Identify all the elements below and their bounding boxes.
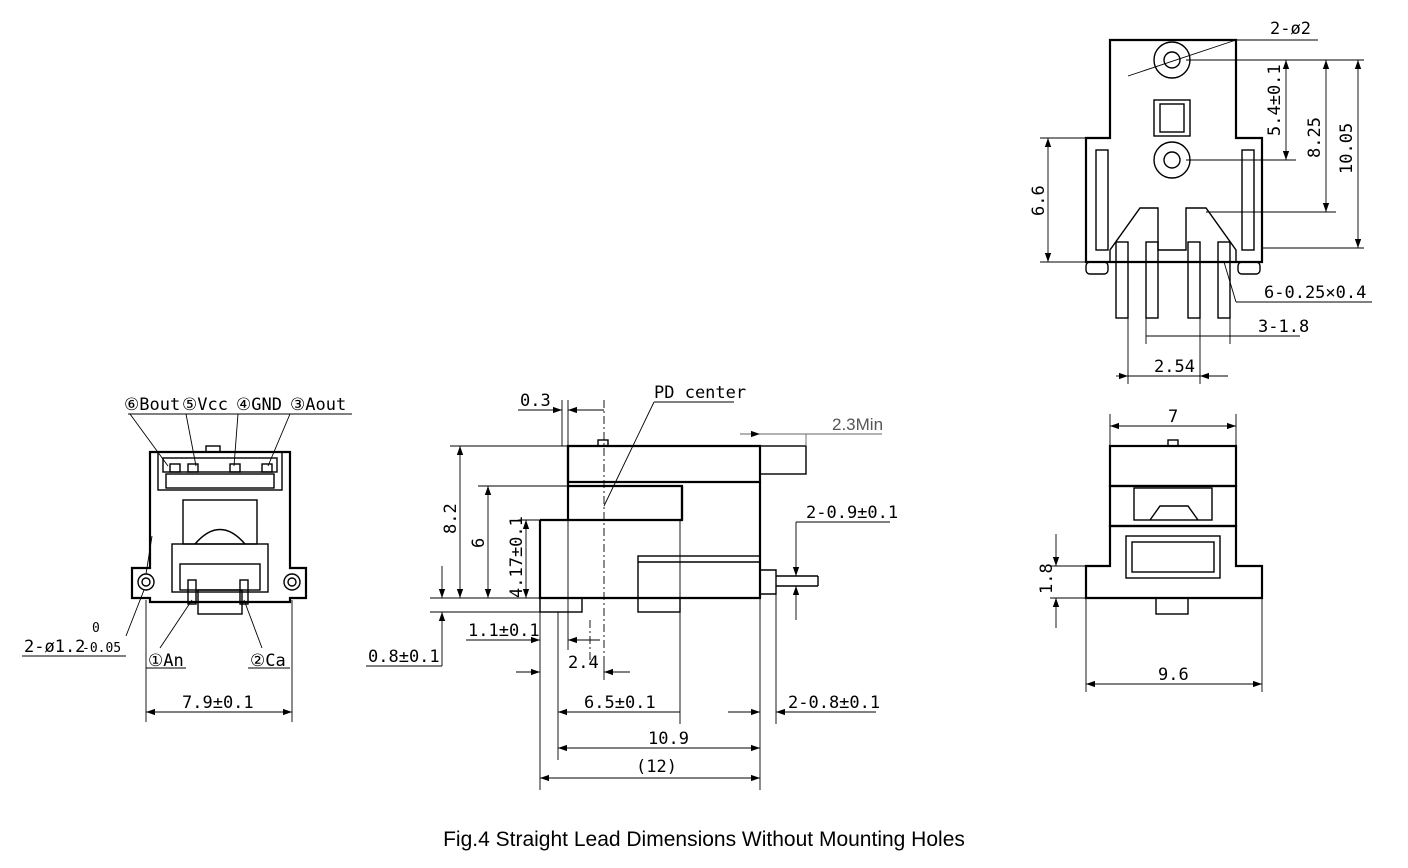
side-view <box>366 400 890 790</box>
pin-label-ca: ②Ca <box>250 651 286 671</box>
pin-label-bout: ⑥Bout <box>124 395 180 415</box>
dim-0-8: 0.8±0.1 <box>368 647 440 667</box>
dim-2-0-9: 2-0.9±0.1 <box>806 503 898 523</box>
dim-8-25: 8.25 <box>1305 117 1325 158</box>
hole-tol-upper: 0 <box>92 621 100 636</box>
dim-pin-section: 6-0.25×0.4 <box>1264 283 1366 303</box>
dim-2-dia-2: 2-ø2 <box>1270 19 1311 39</box>
dim-12: (12) <box>636 757 677 777</box>
dim-0-3: 0.3 <box>520 391 551 411</box>
top-view <box>1040 38 1372 384</box>
dim-10-05: 10.05 <box>1337 123 1357 174</box>
dim-1-1: 1.1±0.1 <box>468 621 540 641</box>
pin-label-aout: ③Aout <box>290 395 346 415</box>
dim-2-3-min: 2.3Min <box>832 415 883 434</box>
pd-center-label: PD center <box>654 383 746 403</box>
dim-7: 7 <box>1168 407 1178 427</box>
bottom-view <box>1050 414 1264 692</box>
dim-2-4: 2.4 <box>568 653 599 673</box>
figure-caption: Fig.4 Straight Lead Dimensions Without M… <box>443 828 965 851</box>
dim-3-1-8: 3-1.8 <box>1258 317 1309 337</box>
front-view <box>22 413 352 722</box>
pin-label-an: ①An <box>148 651 184 671</box>
dim-6: 6 <box>469 538 489 548</box>
dim-5-4: 5.4±0.1 <box>1265 64 1285 136</box>
hole-tol-lower: -0.05 <box>82 641 121 656</box>
dim-1-8: 1.8 <box>1037 563 1057 594</box>
dim-10-9: 10.9 <box>648 729 689 749</box>
dim-6-5: 6.5±0.1 <box>584 693 656 713</box>
dim-2-54: 2.54 <box>1154 357 1195 377</box>
width-dim-7-9: 7.9±0.1 <box>182 693 254 713</box>
dim-6-6: 6.6 <box>1029 185 1049 216</box>
dim-8-2: 8.2 <box>441 503 461 534</box>
pin-label-gnd: ④GND <box>236 395 282 415</box>
pin-label-vcc: ⑤Vcc <box>182 395 228 415</box>
dim-4-17: 4.17±0.1 <box>507 516 527 598</box>
dim-2-0-8: 2-0.8±0.1 <box>788 693 880 713</box>
hole-dim-label: 2-ø1.2 <box>24 637 85 657</box>
dim-9-6: 9.6 <box>1158 665 1189 685</box>
